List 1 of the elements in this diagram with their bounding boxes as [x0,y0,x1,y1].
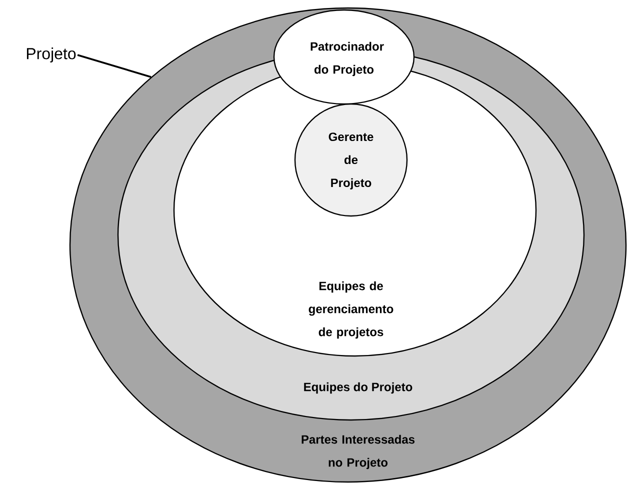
leader-line [77,54,152,78]
